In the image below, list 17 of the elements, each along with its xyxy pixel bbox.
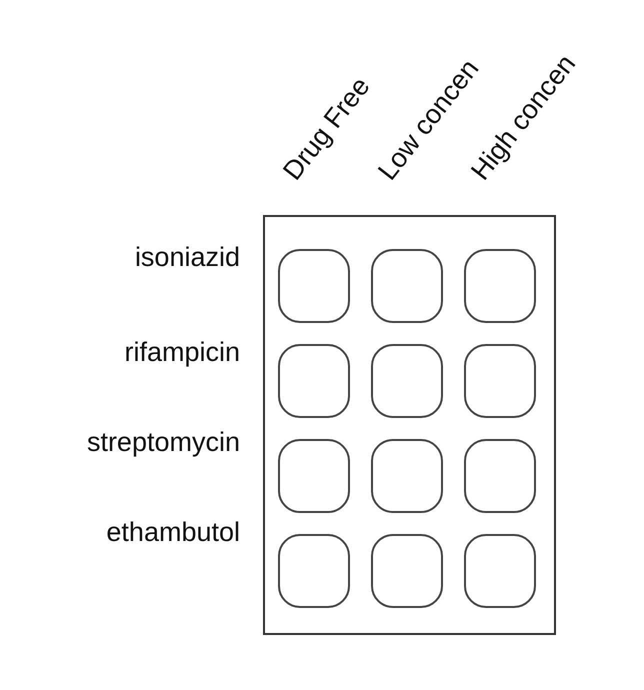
- well: [278, 439, 350, 513]
- row-label: ethambutol: [106, 519, 240, 546]
- well: [371, 249, 443, 323]
- well: [371, 439, 443, 513]
- row-label: isoniazid: [134, 244, 240, 271]
- well: [464, 249, 536, 323]
- row-label: rifampicin: [124, 339, 240, 366]
- well: [371, 534, 443, 608]
- row-label: streptomycin: [86, 429, 240, 456]
- well: [278, 534, 350, 608]
- well: [278, 344, 350, 418]
- well: [278, 249, 350, 323]
- well: [464, 344, 536, 418]
- plate: [263, 215, 556, 635]
- well: [371, 344, 443, 418]
- well: [464, 534, 536, 608]
- well: [464, 439, 536, 513]
